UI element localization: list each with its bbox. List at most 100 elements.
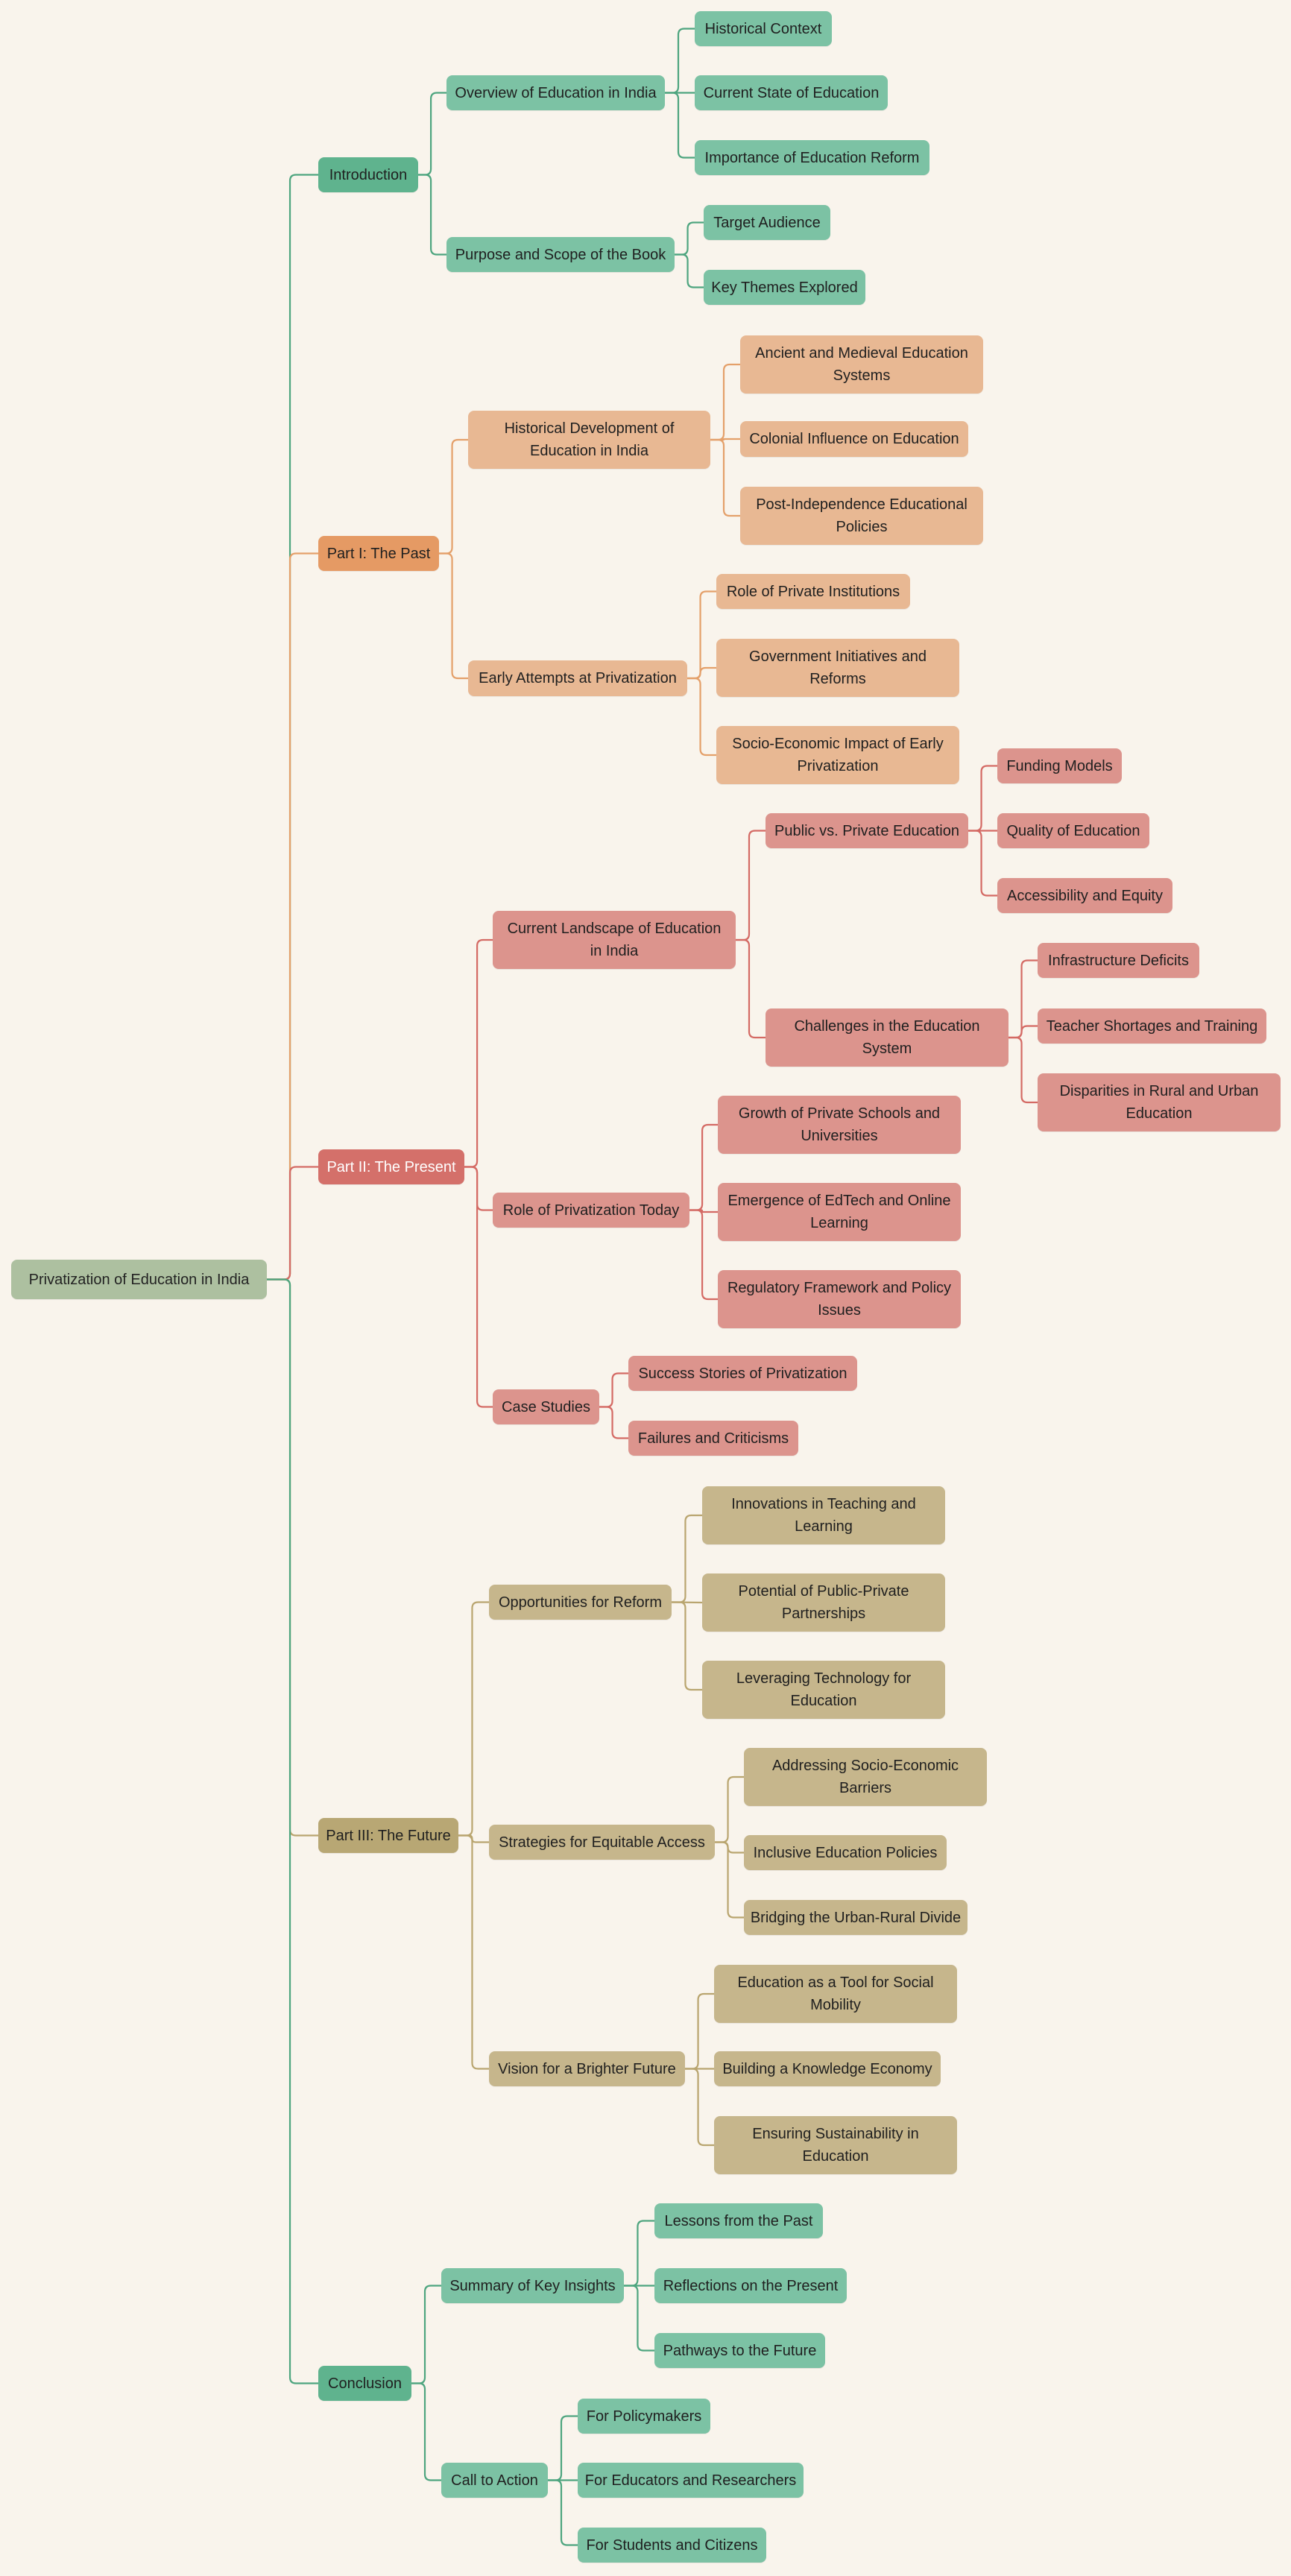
node-accessibility-and-equity[interactable]: Accessibility and Equity — [997, 878, 1172, 913]
node-regulatory-framework-and-policy-issues[interactable]: Regulatory Framework and Policy Issues — [718, 1270, 961, 1328]
node-infrastructure-deficits[interactable]: Infrastructure Deficits — [1038, 943, 1199, 978]
node-call-to-action[interactable]: Call to Action — [441, 2463, 548, 2498]
node-current-landscape-of-education-in-india[interactable]: Current Landscape of Education in India — [493, 911, 736, 969]
node-historical-development-of-education-in-india[interactable]: Historical Development of Education in I… — [468, 411, 710, 469]
node-early-attempts-at-privatization[interactable]: Early Attempts at Privatization — [468, 660, 687, 696]
node-lessons-from-the-past[interactable]: Lessons from the Past — [654, 2203, 823, 2238]
node-ensuring-sustainability-in-education[interactable]: Ensuring Sustainability in Education — [714, 2116, 957, 2174]
node-part-ii-the-present[interactable]: Part II: The Present — [318, 1149, 464, 1184]
connector-innovations-in-teaching-and-learning — [672, 1514, 702, 1603]
node-purpose-and-scope-of-the-book[interactable]: Purpose and Scope of the Book — [446, 237, 675, 272]
node-education-as-a-tool-for-social-mobility[interactable]: Education as a Tool for Social Mobility — [714, 1965, 957, 2023]
node-strategies-for-equitable-access[interactable]: Strategies for Equitable Access — [489, 1825, 715, 1860]
connector-pathways-to-the-future — [624, 2285, 654, 2352]
node-conclusion[interactable]: Conclusion — [318, 2366, 411, 2401]
connector-funding-models — [968, 765, 997, 832]
connector-education-as-a-tool-for-social-mobility — [685, 1992, 714, 2070]
connector-accessibility-and-equity — [968, 830, 997, 897]
node-label: Privatization of Education in India — [28, 1271, 250, 1288]
node-summary-of-key-insights[interactable]: Summary of Key Insights — [441, 2268, 624, 2303]
node-label: Role of Privatization Today — [502, 1202, 680, 1219]
connector-public-vs-private-education — [736, 830, 766, 941]
connector-for-policymakers — [548, 2415, 578, 2481]
node-historical-context[interactable]: Historical Context — [695, 11, 832, 46]
node-case-studies[interactable]: Case Studies — [493, 1389, 599, 1424]
node-socio-economic-impact-of-early-privatization[interactable]: Socio-Economic Impact of Early Privatiza… — [716, 726, 959, 784]
connector-government-initiatives-and-reforms — [687, 666, 716, 680]
connector-ensuring-sustainability-in-education — [685, 2068, 714, 2147]
connector-bridging-the-urban-rural-divide — [715, 1841, 744, 1919]
node-label: Funding Models — [1006, 757, 1113, 774]
node-label: Overview of Education in India — [455, 84, 657, 101]
node-challenges-in-the-education-system[interactable]: Challenges in the Education System — [766, 1008, 1009, 1067]
node-label: Innovations in Teaching and Learning — [731, 1496, 916, 1535]
connector-vision-for-a-brighter-future — [458, 1834, 489, 2070]
root-node-privatization-of-education-in-india[interactable]: Privatization of Education in India — [11, 1260, 267, 1299]
node-label: Part II: The Present — [326, 1158, 456, 1175]
connector-success-stories-of-privatization — [599, 1372, 628, 1408]
node-building-a-knowledge-economy[interactable]: Building a Knowledge Economy — [714, 2051, 941, 2086]
node-key-themes-explored[interactable]: Key Themes Explored — [704, 270, 865, 305]
node-label: Building a Knowledge Economy — [722, 2060, 932, 2077]
connector-historical-context — [665, 28, 695, 94]
node-disparities-in-rural-and-urban-education[interactable]: Disparities in Rural and Urban Education — [1038, 1073, 1281, 1131]
node-label: Early Attempts at Privatization — [479, 670, 677, 686]
node-overview-of-education-in-india[interactable]: Overview of Education in India — [446, 75, 665, 110]
node-for-educators-and-researchers[interactable]: For Educators and Researchers — [578, 2463, 804, 2498]
node-addressing-socio-economic-barriers[interactable]: Addressing Socio-Economic Barriers — [744, 1748, 987, 1806]
node-label: Failures and Criticisms — [637, 1430, 789, 1447]
node-target-audience[interactable]: Target Audience — [704, 205, 830, 240]
node-part-iii-the-future[interactable]: Part III: The Future — [318, 1818, 458, 1853]
node-public-vs-private-education[interactable]: Public vs. Private Education — [766, 813, 968, 848]
node-post-independence-educational-policies[interactable]: Post-Independence Educational Policies — [740, 487, 983, 545]
node-label: Case Studies — [502, 1398, 590, 1415]
node-label: Lessons from the Past — [664, 2212, 813, 2229]
connector-part-i-the-past — [267, 552, 318, 1281]
node-teacher-shortages-and-training[interactable]: Teacher Shortages and Training — [1038, 1008, 1266, 1044]
node-label: Regulatory Framework and Policy Issues — [727, 1280, 952, 1319]
node-opportunities-for-reform[interactable]: Opportunities for Reform — [489, 1585, 672, 1620]
node-label: Quality of Education — [1006, 822, 1140, 839]
node-label: Summary of Key Insights — [449, 2277, 616, 2294]
node-emergence-of-edtech-and-online-learning[interactable]: Emergence of EdTech and Online Learning — [718, 1183, 961, 1241]
node-ancient-and-medieval-education-systems[interactable]: Ancient and Medieval Education Systems — [740, 335, 983, 394]
connector-importance-of-education-reform — [665, 92, 695, 159]
node-potential-of-public-private-partnerships[interactable]: Potential of Public-Private Partnerships — [702, 1573, 945, 1632]
node-label: Target Audience — [713, 214, 821, 231]
node-part-i-the-past[interactable]: Part I: The Past — [318, 536, 439, 571]
node-inclusive-education-policies[interactable]: Inclusive Education Policies — [744, 1835, 947, 1870]
node-vision-for-a-brighter-future[interactable]: Vision for a Brighter Future — [489, 2051, 685, 2086]
connector-lessons-from-the-past — [624, 2220, 654, 2287]
node-bridging-the-urban-rural-divide[interactable]: Bridging the Urban-Rural Divide — [744, 1900, 968, 1935]
node-label: Role of Private Institutions — [726, 583, 900, 600]
node-success-stories-of-privatization[interactable]: Success Stories of Privatization — [628, 1356, 857, 1391]
connector-purpose-and-scope-of-the-book — [418, 174, 446, 256]
node-government-initiatives-and-reforms[interactable]: Government Initiatives and Reforms — [716, 639, 959, 697]
node-for-students-and-citizens[interactable]: For Students and Citizens — [578, 2528, 766, 2563]
node-reflections-on-the-present[interactable]: Reflections on the Present — [654, 2268, 847, 2303]
node-leveraging-technology-for-education[interactable]: Leveraging Technology for Education — [702, 1661, 945, 1719]
node-importance-of-education-reform[interactable]: Importance of Education Reform — [695, 140, 929, 175]
node-label: Emergence of EdTech and Online Learning — [727, 1193, 951, 1231]
node-label: Introduction — [329, 166, 408, 183]
node-introduction[interactable]: Introduction — [318, 157, 418, 192]
node-role-of-private-institutions[interactable]: Role of Private Institutions — [716, 574, 910, 609]
node-label: Education as a Tool for Social Mobility — [737, 1974, 934, 2013]
connector-failures-and-criticisms — [599, 1406, 628, 1439]
node-role-of-privatization-today[interactable]: Role of Privatization Today — [493, 1193, 689, 1228]
node-funding-models[interactable]: Funding Models — [997, 748, 1122, 783]
node-label: Leveraging Technology for Education — [736, 1670, 912, 1709]
node-label: Historical Development of Education in I… — [504, 420, 675, 459]
node-innovations-in-teaching-and-learning[interactable]: Innovations in Teaching and Learning — [702, 1486, 945, 1544]
node-pathways-to-the-future[interactable]: Pathways to the Future — [654, 2333, 825, 2368]
node-label: Growth of Private Schools and Universiti… — [738, 1105, 941, 1144]
connector-leveraging-technology-for-education — [672, 1601, 702, 1691]
node-quality-of-education[interactable]: Quality of Education — [997, 813, 1149, 848]
node-failures-and-criticisms[interactable]: Failures and Criticisms — [628, 1421, 798, 1456]
node-current-state-of-education[interactable]: Current State of Education — [695, 75, 888, 110]
node-colonial-influence-on-education[interactable]: Colonial Influence on Education — [740, 421, 968, 457]
connector-target-audience — [675, 221, 704, 256]
node-growth-of-private-schools-and-universities[interactable]: Growth of Private Schools and Universiti… — [718, 1096, 961, 1154]
node-for-policymakers[interactable]: For Policymakers — [578, 2399, 710, 2434]
